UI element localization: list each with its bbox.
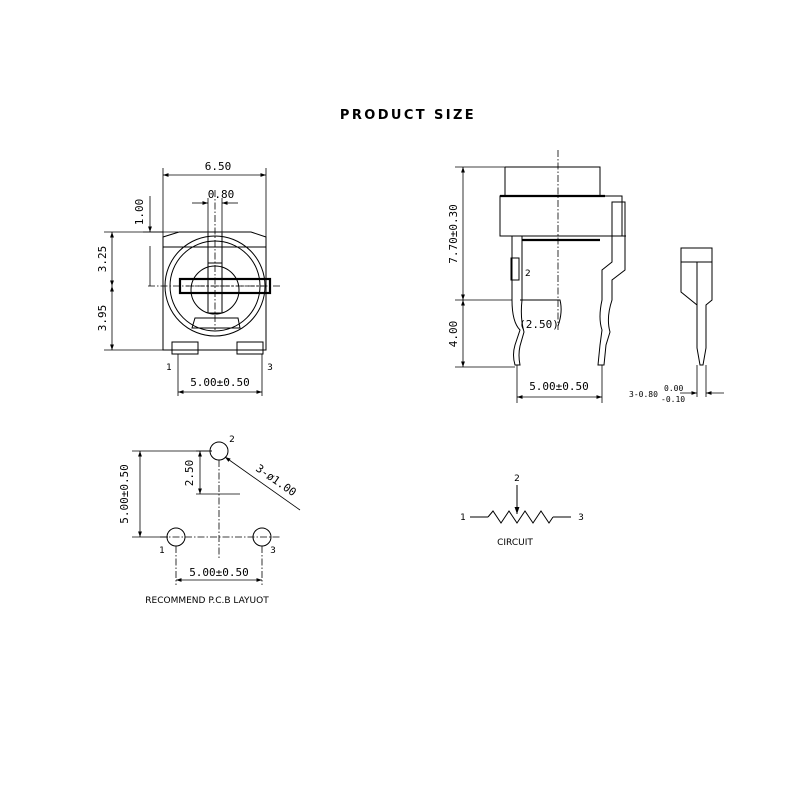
side-view: 2 (2.50) 7.70±0.30 4.00 5.00±0.50 — [447, 150, 626, 403]
pcb-caption: RECOMMEND P.C.B LAYUOT — [145, 596, 269, 606]
lead-tol-upper: 0.00 — [664, 384, 683, 393]
circuit-caption: CIRCUIT — [497, 538, 533, 548]
dim-lower-height-label: 3.95 — [96, 305, 109, 332]
pcb-layout: 2 1 3 2.50 5.00±0.50 3-ø1.00 5.00±0.50 R… — [118, 435, 301, 606]
dim-slot-label: 0.80 — [208, 188, 235, 201]
dim-lead-length-label: 4.00 — [447, 321, 460, 348]
pcb-horizontal-pitch-label: 5.00±0.50 — [189, 566, 249, 579]
pcb-pin-3-label: 3 — [270, 546, 276, 556]
dim-upper-height-label: 3.25 — [96, 246, 109, 273]
circuit-pin-2-label: 2 — [514, 474, 520, 484]
lead-size-label: 3-0.80 — [629, 390, 658, 399]
pin-profile — [680, 247, 713, 366]
dim-inner-offset-label: (2.50) — [519, 318, 559, 331]
front-pin-3-label: 3 — [267, 363, 273, 373]
side-pin-2-label: 2 — [525, 269, 531, 279]
lead-tol-lower: -0.10 — [661, 395, 685, 404]
right-lead — [597, 201, 626, 366]
pcb-offset-label: 2.50 — [183, 460, 196, 487]
circuit-pin-3-label: 3 — [578, 513, 584, 523]
dim-width-label: 6.50 — [205, 160, 232, 173]
pin-detail-view: 3-0.80 0.00 -0.10 — [629, 247, 724, 404]
left-lead — [511, 236, 525, 366]
dim-lead-pitch-label: 5.00±0.50 — [529, 380, 589, 393]
front-view: 6.50 0.80 1.00 3.25 3.95 1 3 5.00±0.50 — [96, 160, 280, 396]
dim-height-label: 7.70±0.30 — [447, 204, 460, 264]
circuit-symbol: 1 2 3 CIRCUIT — [460, 474, 584, 548]
circuit-pin-1-label: 1 — [460, 513, 466, 523]
dim-pin-pitch-label: 5.00±0.50 — [190, 376, 250, 389]
front-body-outline — [162, 231, 267, 351]
page-title: PRODUCT SIZE — [340, 108, 476, 123]
resistor-zigzag — [487, 510, 554, 524]
pin-3-pad — [236, 341, 264, 355]
pcb-pin-2-label: 2 — [229, 435, 235, 445]
front-pin-1-label: 1 — [166, 363, 172, 373]
pcb-vertical-pitch-label: 5.00±0.50 — [118, 464, 131, 524]
knob-outline — [504, 166, 601, 196]
pin-1-pad — [171, 341, 199, 355]
dim-top-offset-label: 1.00 — [133, 199, 146, 226]
pcb-pin-1-label: 1 — [159, 546, 165, 556]
